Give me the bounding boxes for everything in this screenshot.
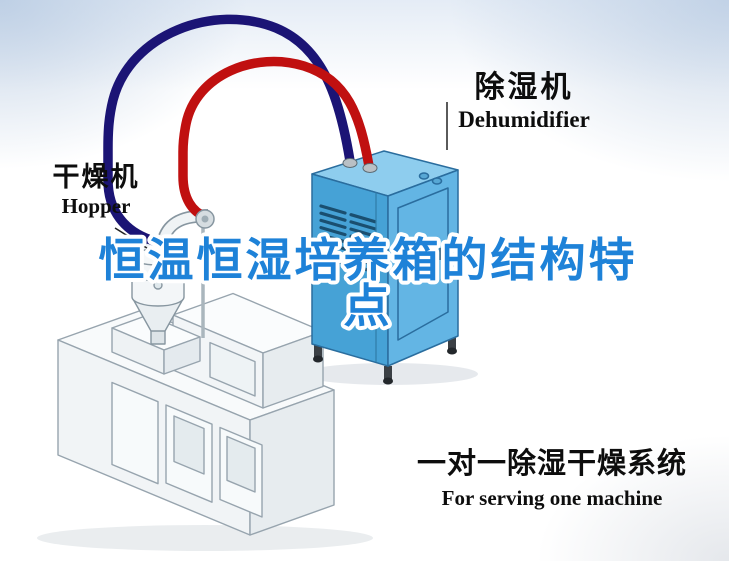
hopper-label-en: Hopper (61, 194, 131, 219)
hopper-leader-line (114, 227, 151, 251)
dehumidifier-label: 除湿机 Dehumidifier (435, 72, 613, 132)
hopper-platform-side (163, 336, 201, 375)
caster-leg (384, 366, 392, 379)
pipe-fitting (362, 163, 378, 173)
caster-leg (314, 344, 322, 357)
system-caption: 一对一除湿干燥系统 For serving one machine (402, 448, 702, 511)
hopper-label: 干燥机 Hopper (44, 162, 148, 219)
hopper-label-zh: 干燥机 (52, 162, 140, 192)
caster-leg (448, 336, 456, 349)
machine-shadow (37, 525, 373, 551)
system-caption-zh: 一对一除湿干燥系统 (416, 448, 687, 480)
machine-door-window (173, 415, 205, 475)
return-pipe-red (178, 56, 374, 222)
top-cap (418, 172, 430, 180)
injection-unit-panel (209, 341, 256, 397)
dehumidifier-unit (311, 150, 459, 385)
leader-lines (114, 102, 448, 251)
vent-grille (319, 204, 377, 274)
hopper-motor-hub (201, 215, 209, 223)
machine-door-window (226, 435, 256, 493)
top-cap (431, 177, 443, 185)
dehumidifier-door (397, 187, 449, 341)
hopper-sight-window (153, 280, 163, 290)
air-pipes (103, 14, 378, 246)
dehumidifier-label-zh: 除湿机 (474, 71, 574, 104)
caster-wheel (313, 355, 323, 363)
caster-wheel (383, 377, 393, 385)
injection-unit-side (262, 330, 324, 409)
caster-wheel (447, 347, 457, 355)
dehumidifier-label-en: Dehumidifier (458, 106, 590, 132)
molding-machine (57, 292, 335, 536)
system-caption-en: For serving one machine (441, 486, 663, 511)
machine-door-panel (111, 381, 159, 485)
pipe-fitting (342, 158, 358, 168)
supply-pipe-blue (103, 14, 355, 246)
